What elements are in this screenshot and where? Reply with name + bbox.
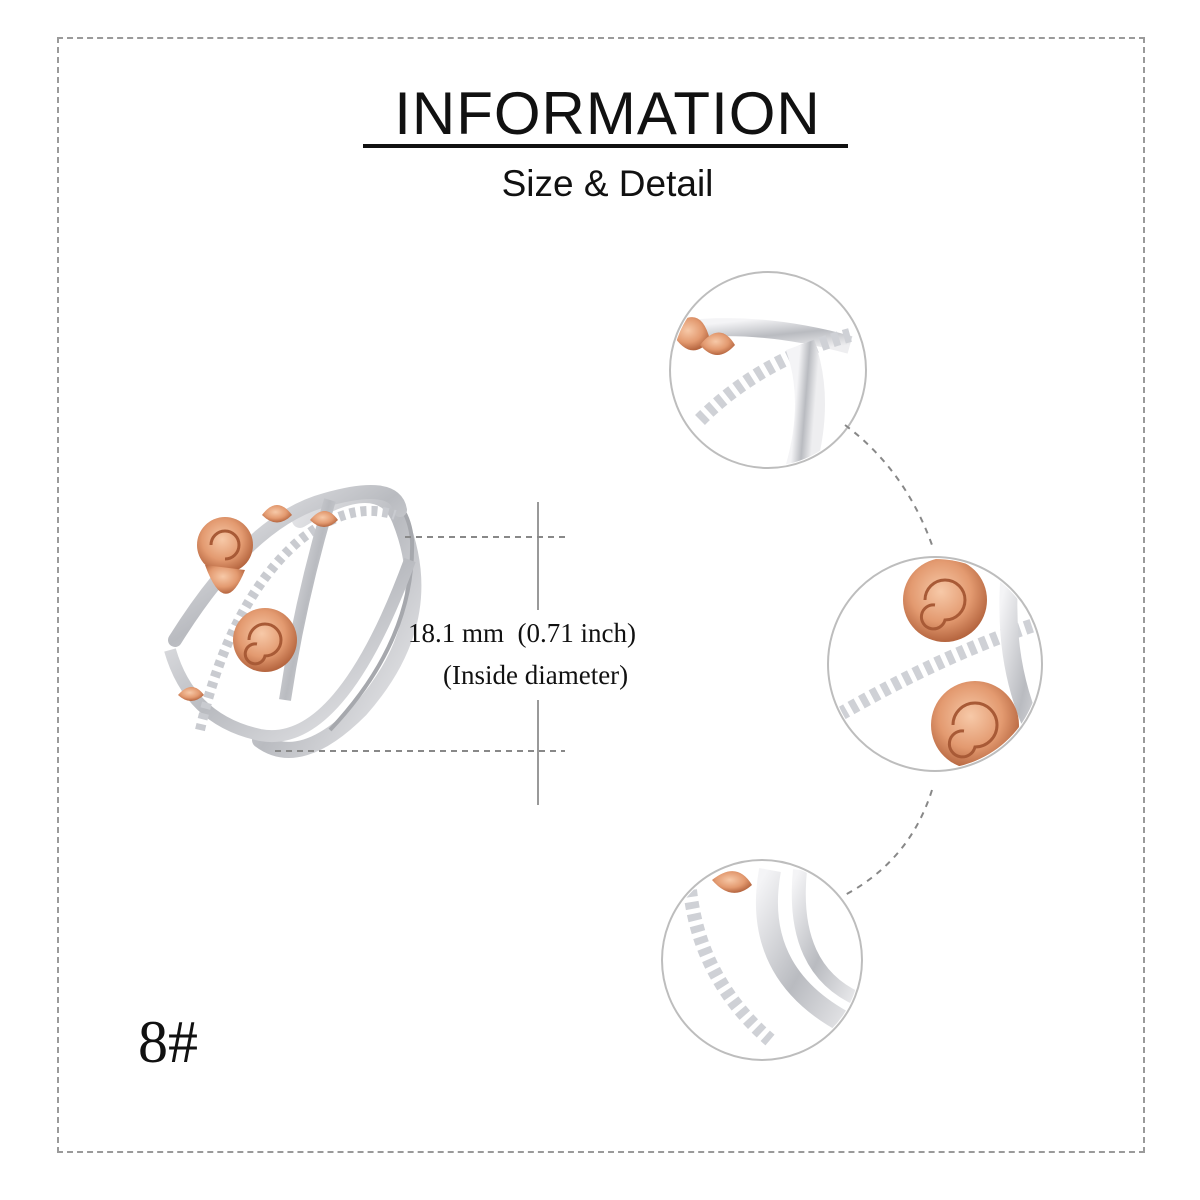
measurement-caption: (Inside diameter) bbox=[443, 660, 629, 690]
page-subtitle: Size & Detail bbox=[501, 163, 714, 204]
ring-image bbox=[164, 485, 422, 758]
detail-view-top bbox=[669, 271, 867, 469]
dashed-frame bbox=[57, 37, 1145, 1153]
measurement-guides bbox=[275, 502, 565, 805]
detail-view-bottom bbox=[661, 859, 863, 1061]
size-label: 8# bbox=[138, 1009, 198, 1075]
page-title: INFORMATION bbox=[394, 80, 821, 147]
dashed-connectors bbox=[844, 424, 933, 896]
measurement-value: 18.1 mm (0.71 inch) bbox=[408, 618, 636, 648]
detail-view-middle bbox=[827, 556, 1043, 772]
title-underline bbox=[363, 144, 848, 148]
